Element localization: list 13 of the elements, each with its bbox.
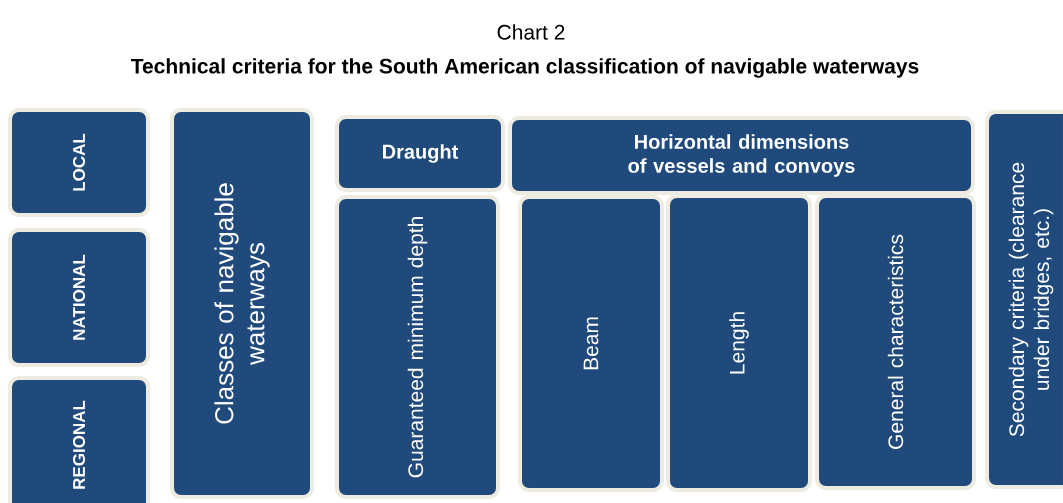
category-box: Classes of navigable waterways [170,108,314,499]
category-box: Secondary criteria (clearance under bridges, etc.) [985,110,1063,489]
chart-number: Chart 2 [497,24,565,40]
category-box: General characteristics [815,194,976,490]
category-box: NATIONAL [8,228,150,367]
category-box: Horizontal dimensions of vessels and convoys [508,116,975,195]
title: Technical criteria for the South American classification of navigable waterways [131,58,919,78]
category-box: Length [666,194,812,492]
category-box: REGIONAL [8,376,150,503]
category-box: LOCAL [8,108,150,217]
category-box: Beam [518,195,664,492]
category-box: Draught [335,115,505,192]
category-box: Guaranteed minimum depth [335,195,500,499]
